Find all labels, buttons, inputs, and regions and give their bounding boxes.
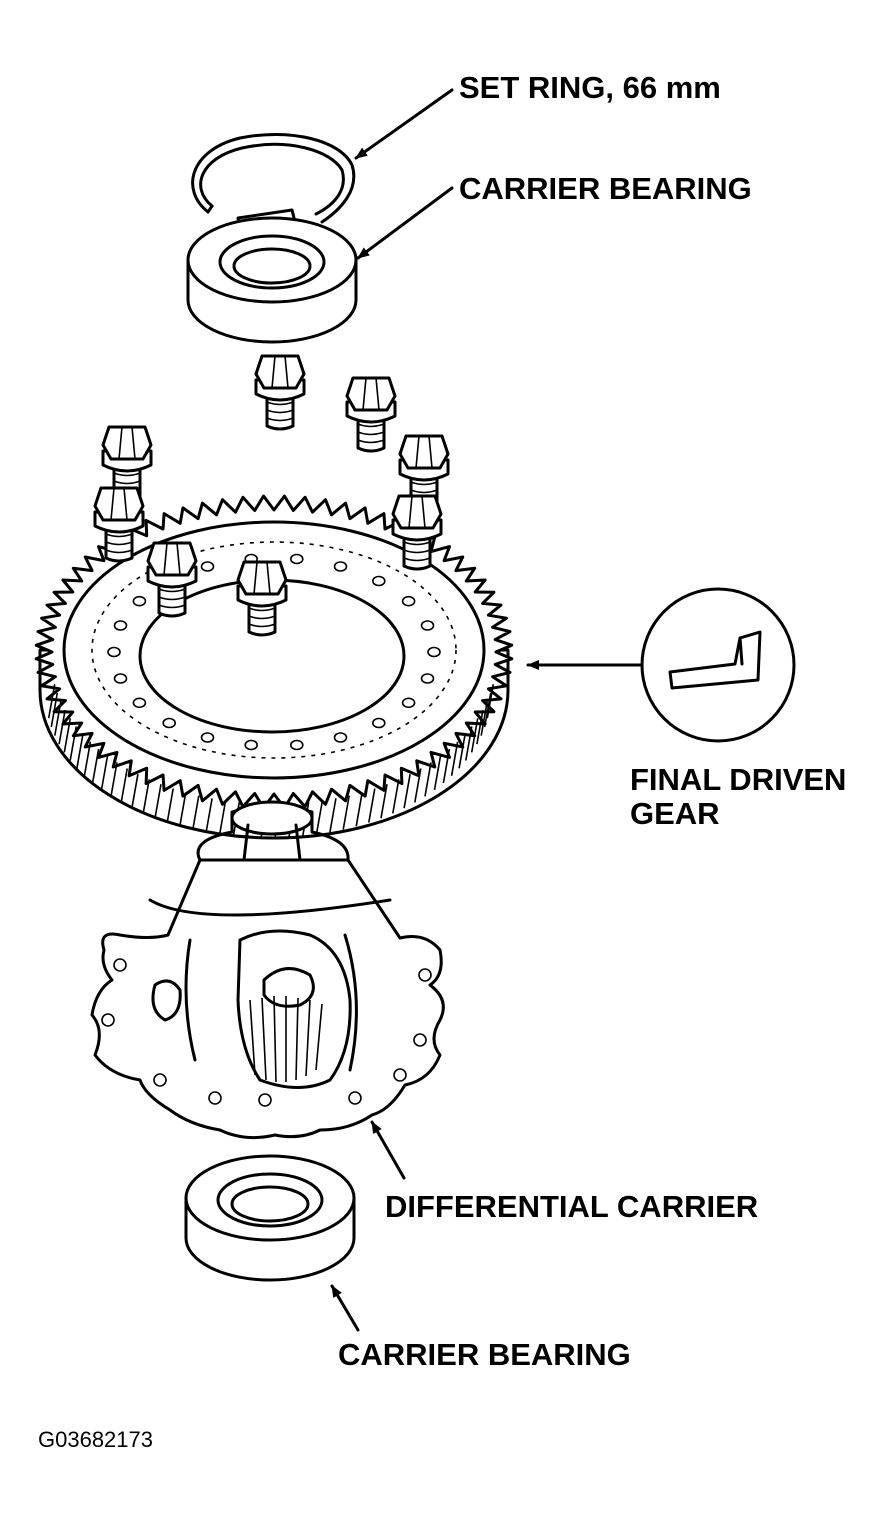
gear-helical-tooth [480,701,488,736]
figure-id: G03682173 [38,1427,153,1452]
gear-hole [401,697,416,709]
gear-hole [333,561,348,572]
gear-helical-tooth [433,755,442,791]
gear-helical-tooth [47,684,56,719]
gear-helical-tooth [179,792,187,827]
gear-helical-tooth [476,709,484,745]
gear-helical-tooth [142,779,150,814]
gear-helical-tooth [329,798,337,833]
gear-hole [401,595,416,607]
differential-carrier-label: DIFFERENTIAL CARRIER [385,1189,759,1224]
gear-hole [200,561,215,572]
gear-helical-tooth [192,795,200,830]
gear-helical-tooth [470,718,479,753]
gear-hole [107,646,121,658]
gear-hole [162,717,176,729]
gear-helical-tooth [83,741,92,776]
gear-helical-tooth [483,692,492,728]
gear-hole [113,620,128,631]
gear-helical-tooth [458,734,466,769]
final-driven-gear [34,494,514,840]
set-ring [191,132,356,232]
final-driven-gear-label-line1: FINAL DRIVEN [630,762,847,797]
gear-helical-tooth [342,795,350,830]
gear-hole [132,595,147,607]
gear-helical-tooth [100,755,109,791]
carrier-bearing-top [186,216,358,344]
final-driven-gear-label: FINAL DRIVEN GEAR [630,763,846,831]
gear-hole [113,673,128,684]
set-ring-label: SET RING, 66 mm [459,70,721,105]
leader-arrows [330,88,642,1332]
gear-helical-tooth [414,768,422,803]
gear-hole [420,620,435,631]
gear-hole [333,732,348,743]
carrier-bearing-bottom-label: CARRIER BEARING [338,1337,631,1372]
gear-helical-tooth [355,792,363,827]
gear-helical-tooth [120,768,128,803]
gear-hole [200,732,215,743]
gear-helical-tooth [392,779,400,814]
gear-helical-tooth [403,774,411,809]
gear-helical-tooth [450,741,459,776]
gear-helical-tooth [154,784,162,819]
gear-hole [371,575,386,587]
gear-helical-tooth [131,774,139,809]
gear-helical-tooth [424,762,432,797]
gear-helical-tooth [315,800,324,835]
gear-helical-tooth [205,798,213,833]
gear-helical-tooth [442,748,451,784]
gear-helical-tooth [63,718,72,753]
gear-hole [371,717,386,729]
gear-hole [420,673,435,684]
gear-helical-tooth [486,684,495,719]
arrow-carrier-bearing-top [356,186,454,260]
gear-hole [289,553,304,565]
gear-helical-tooth [54,701,62,736]
arrow-differential-carrier [370,1120,406,1180]
gear-hole [132,697,147,709]
gear-helical-tooth [69,726,77,761]
gear-helical-tooth [110,762,118,797]
gear-helical-tooth [380,784,388,819]
gear-helical-tooth [368,788,376,823]
arrow-carrier-bearing-bottom [330,1284,360,1332]
final-driven-gear-label-line2: GEAR [630,796,720,831]
gear-hole [289,739,304,751]
gear-helical-tooth [166,788,174,823]
gear-helical-tooth [50,692,59,728]
gear-hole [427,646,441,658]
gear-helical-tooth [58,709,66,745]
gear-helical-tooth [218,800,227,835]
arrow-set-ring [354,88,454,160]
carrier-bearing-bottom [184,1154,356,1282]
gear-helical-tooth [465,726,473,761]
gear-profile-inset [640,587,796,743]
differential-carrier [90,800,445,1140]
carrier-bearing-top-label: CARRIER BEARING [459,171,752,206]
gear-helical-tooth [91,748,100,784]
gear-hole [244,739,258,751]
gear-helical-tooth [76,734,84,769]
